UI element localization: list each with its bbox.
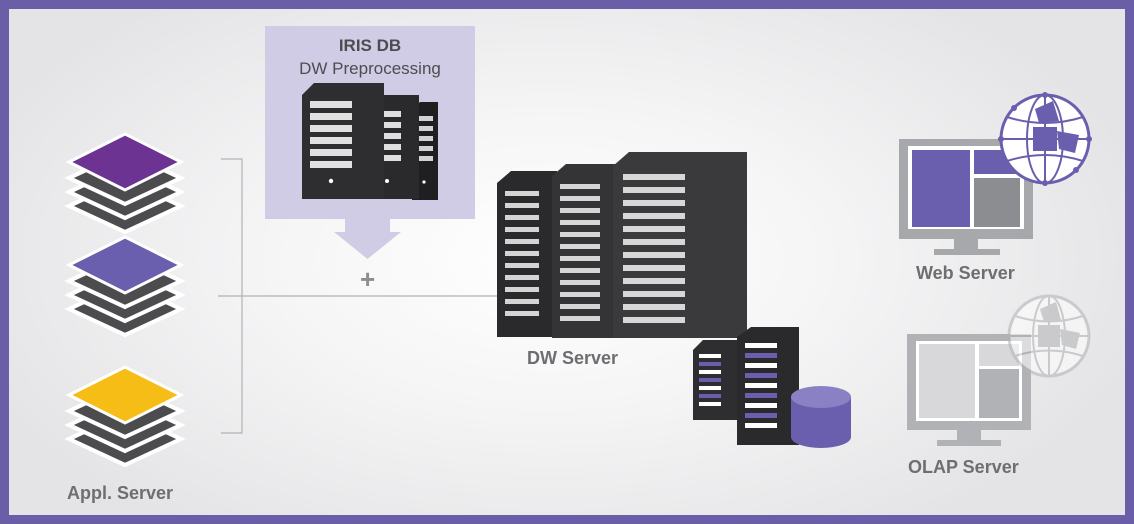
dw-server-racks — [497, 152, 747, 338]
server-rack-icon — [693, 340, 741, 420]
server-rack-icon — [613, 152, 747, 338]
small-server-cluster — [693, 327, 851, 448]
diagram-graphics — [64, 83, 1092, 468]
iris-db-title: IRIS DB — [338, 36, 402, 55]
iris-server-racks — [302, 83, 438, 200]
olap-server-label: OLAP Server — [908, 457, 1019, 477]
monitor-icon — [899, 139, 1033, 255]
layer-stack-yellow-icon — [64, 365, 186, 468]
globe-icon — [998, 92, 1092, 186]
plus-sign: + — [360, 264, 376, 294]
web-server-group — [899, 92, 1092, 255]
server-rack-icon — [737, 327, 799, 445]
server-rack-icon — [302, 83, 384, 199]
layer-stack-purple-icon — [64, 132, 186, 235]
layer-stack-violet-icon — [64, 235, 186, 338]
dw-server-label: DW Server — [527, 348, 619, 368]
olap-server-group — [907, 294, 1091, 446]
server-rack-icon — [552, 164, 620, 338]
globe-icon — [1007, 294, 1091, 378]
connector-lines — [218, 158, 497, 434]
server-rack-icon — [497, 171, 557, 337]
iris-db-subtitle: DW Preprocessing — [299, 59, 441, 78]
appl-server-label: Appl. Server — [67, 483, 174, 503]
down-arrow-icon — [334, 210, 401, 259]
database-icon — [791, 386, 851, 448]
web-server-label: Web Server — [916, 263, 1015, 283]
diagram-canvas: IRIS DB DW Preprocessing — [9, 9, 1125, 515]
